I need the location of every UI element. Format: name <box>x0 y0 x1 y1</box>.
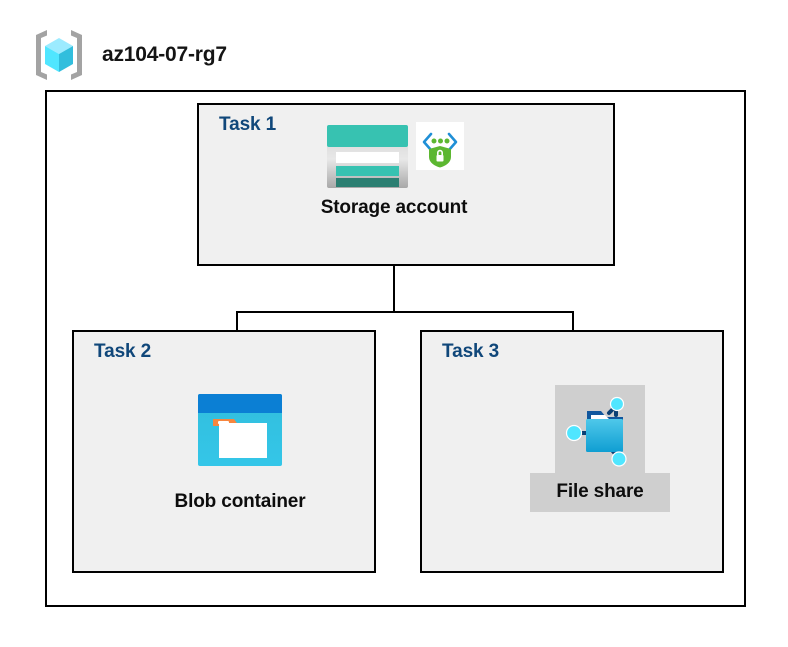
task-2-label: Task 2 <box>94 341 152 362</box>
connector-storage-trunk <box>393 230 395 313</box>
storage-account-caption: Storage account <box>320 197 468 218</box>
storage-account-icon <box>325 122 410 197</box>
connector-horizontal-bus <box>236 311 574 313</box>
private-endpoint-secure-icon <box>415 122 464 175</box>
node-file-share[interactable]: File share <box>505 385 695 512</box>
task-1-label: Task 1 <box>219 114 277 135</box>
task-3-label: Task 3 <box>442 341 500 362</box>
file-share-caption: File share <box>530 473 670 512</box>
node-blob-container[interactable]: Blob container <box>145 390 335 513</box>
node-storage-account[interactable]: Storage account <box>289 122 499 219</box>
resource-group-header: az104-07-rg7 <box>30 26 227 84</box>
storage-account-icon-group <box>325 122 464 192</box>
blob-container-caption: Blob container <box>174 491 306 512</box>
resource-group-icon <box>30 26 88 84</box>
blob-container-icon <box>196 390 284 475</box>
file-share-icon <box>555 385 645 473</box>
resource-group-title: az104-07-rg7 <box>102 43 227 66</box>
